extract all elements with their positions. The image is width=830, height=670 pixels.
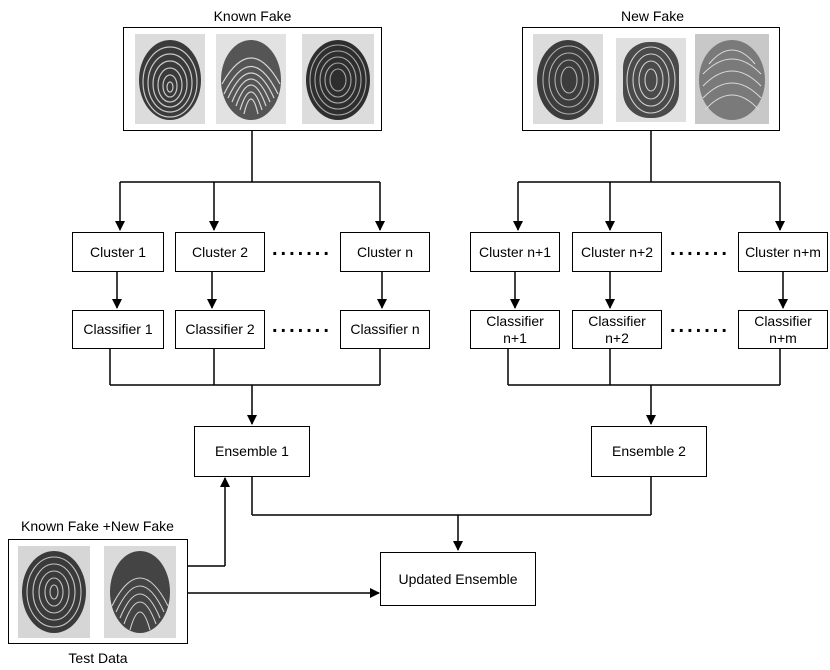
cluster-n-plus-2-box: Cluster n+2 [572,232,662,272]
cluster-1-box: Cluster 1 [72,232,164,272]
fingerprint-image [533,34,603,124]
classifier-2-box: Classifier 2 [175,310,265,349]
new-fake-title: New Fake [620,8,685,24]
cluster-2-box: Cluster 2 [175,232,265,272]
new-fake-image-panel [522,27,780,131]
fingerprint-image [216,34,286,124]
cluster-n-plus-1-box: Cluster n+1 [470,232,560,272]
fingerprint-image [104,546,176,638]
ellipsis: ....... [272,238,332,260]
classifier-n-plus-2-box: Classifier n+2 [572,310,662,349]
test-data-image-panel [8,539,188,644]
cluster-n-box: Cluster n [340,232,430,272]
fingerprint-image [695,34,769,124]
classifier-n-plus-1-box: Classifier n+1 [470,310,560,349]
known-fake-image-panel [123,27,382,131]
ellipsis: ....... [670,315,730,337]
fingerprint-image [18,546,90,638]
classifier-n-box: Classifier n [340,310,430,349]
updated-ensemble-box: Updated Ensemble [380,552,536,606]
fingerprint-image [616,38,686,122]
ellipsis: ....... [670,238,730,260]
fingerprint-image [135,34,205,124]
ellipsis: ....... [272,315,332,337]
ensemble-1-box: Ensemble 1 [194,426,310,477]
classifier-n-plus-m-box: Classifier n+m [738,310,828,349]
fingerprint-image [302,34,374,124]
ensemble-2-box: Ensemble 2 [591,426,707,477]
cluster-n-plus-m-box: Cluster n+m [738,232,828,272]
test-data-caption: Test Data [68,650,128,666]
test-data-title: Known Fake +New Fake [21,518,174,534]
classifier-1-box: Classifier 1 [72,310,164,349]
known-fake-title: Known Fake [213,8,292,24]
